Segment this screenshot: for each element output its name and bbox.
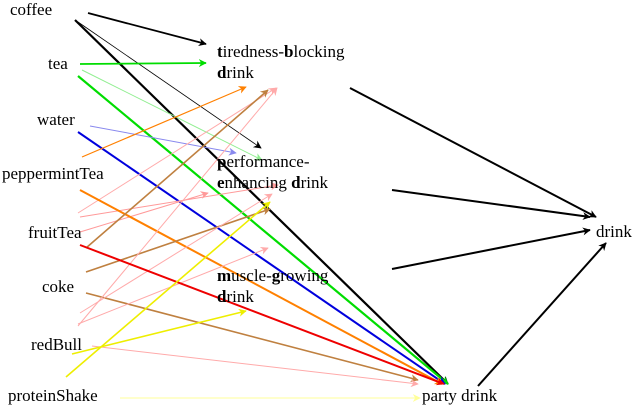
node-coffee: coffee [10,0,52,19]
edge-coffee-to-performance [77,21,262,149]
node-coke: coke [42,277,74,296]
edge-tea-to-performance [81,69,263,161]
edge-redbull-to-party-direct [91,345,419,388]
edge-water-to-performance [89,125,237,156]
edge-fruittea-to-performance [79,191,209,233]
edge-performance-to-drink [391,189,591,220]
edge-fruittea-to-party [79,189,443,385]
edge-redbull-to-tiredness [77,87,278,327]
edge-redbull-to-performance [79,193,273,314]
edge-peppermint-to-performance [79,182,279,218]
edge-redbull-to-party [79,244,445,386]
node-protein-shake: proteinShake [8,386,98,405]
edge-tea-to-party [77,75,449,385]
edge-peppermint-to-tiredness [81,86,247,158]
node-red-bull: redBull [31,335,82,354]
node-performance-enhancing-drink: performance- enhancing drink [217,152,328,192]
edge-protein-to-muscle [71,308,247,355]
edge-coffee-to-party [74,19,449,385]
edge-coke-to-performance [85,207,271,273]
edge-tea-to-tiredness [79,59,207,68]
edge-fruittea-to-tiredness [77,87,277,214]
edges [65,12,607,402]
edge-party-to-drink [477,242,607,387]
edge-coke-to-party [85,292,419,383]
edge-tiredness-to-drink [349,87,597,218]
node-muscle-growing-drink: muscle-growing drink [217,266,333,306]
node-tiredness-blocking-drink: tiredness-blocking drink [217,42,349,82]
node-tea: tea [48,54,68,73]
node-labels: coffee tea water peppermintTea fruitTea … [2,0,632,405]
edge-coke-to-tiredness [85,89,269,249]
node-water: water [37,110,75,129]
edge-coffee-to-tiredness [87,12,207,47]
node-party-drink: party drink [422,386,498,405]
node-peppermint-tea: peppermintTea [2,164,104,183]
node-fruit-tea: fruitTea [28,223,82,242]
node-drink: drink [596,222,632,241]
edge-muscle-to-drink [391,227,591,270]
